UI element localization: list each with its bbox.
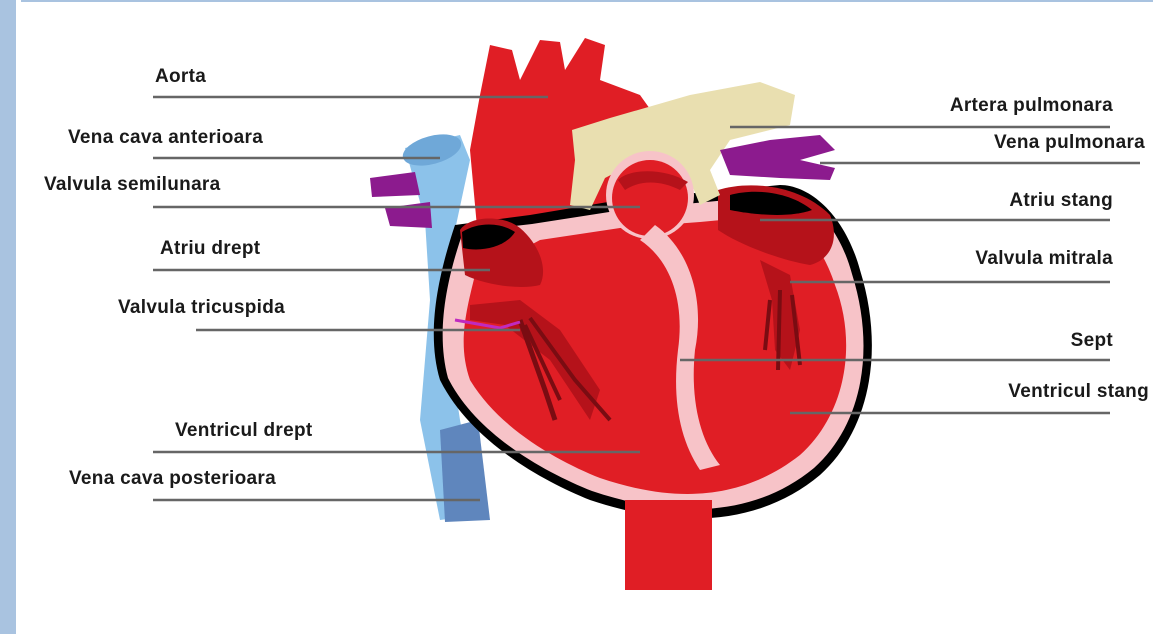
descending-aorta [625, 500, 712, 590]
label-sept: Sept [1071, 330, 1113, 352]
label-aorta: Aorta [155, 66, 206, 88]
label-vena-cava-anterioara: Vena cava anterioara [68, 127, 263, 149]
label-artera-pulmonara: Artera pulmonara [950, 95, 1113, 117]
label-ventricul-stang: Ventricul stang [1008, 381, 1149, 403]
label-valvula-mitrala: Valvula mitrala [975, 248, 1113, 270]
semilunar-valve [606, 151, 694, 239]
label-ventricul-drept: Ventricul drept [175, 420, 313, 442]
pulmonary-vein-right [720, 135, 835, 180]
label-valvula-semilunara: Valvula semilunara [44, 174, 221, 196]
label-vena-pulmonara: Vena pulmonara [994, 132, 1145, 154]
label-vena-cava-posterioara: Vena cava posterioara [69, 468, 276, 490]
label-valvula-tricuspida: Valvula tricuspida [118, 297, 285, 319]
label-atriu-drept: Atriu drept [160, 238, 260, 260]
label-atriu-stang: Atriu stang [1009, 190, 1113, 212]
